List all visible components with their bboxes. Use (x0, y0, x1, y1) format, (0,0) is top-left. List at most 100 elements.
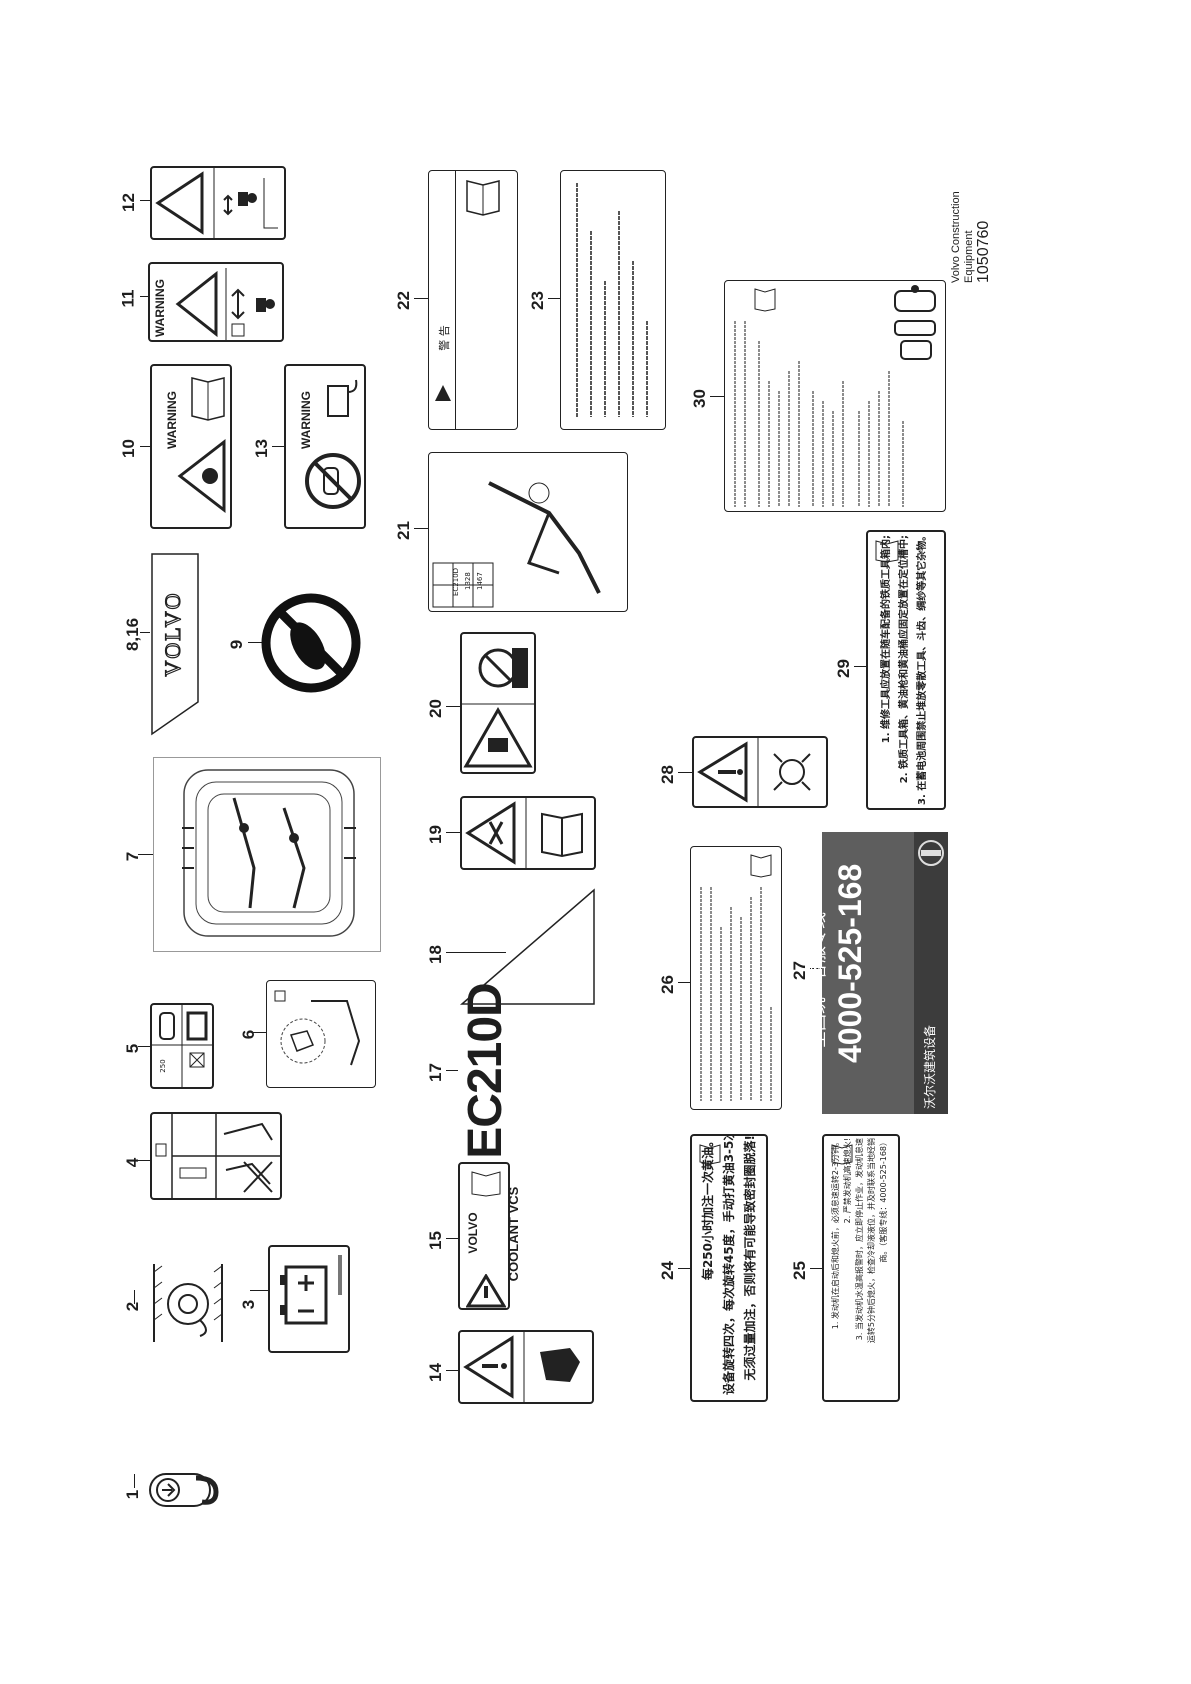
no-extinguisher-icon (305, 453, 361, 509)
decal-21: EC210D 1328 1467 (428, 452, 628, 612)
d21-value-2: 1467 (476, 572, 484, 590)
crush-no-standing-icon (462, 648, 534, 768)
decal-15 (458, 1162, 510, 1310)
maintenance-arm-icon (274, 990, 361, 1066)
callout-2: 2 (123, 1301, 143, 1312)
decal-27-service (822, 832, 948, 1114)
d25-line-3: 3. 当发动机水温高报警时，应立即停止作业，发动机怠速 (855, 1138, 864, 1341)
d23-text-lines (576, 183, 648, 417)
d25-line-4: 运转5分钟后熄火，检查冷却液液位，并及时联系当地经销 (867, 1138, 876, 1344)
d24-line-3: 无须过量加注，否则将有可能导致密封圈脱落! (743, 1135, 757, 1381)
title-line-1: Volvo Construction (950, 191, 962, 283)
warning-label: WARNING (153, 279, 167, 337)
document-number: 1050760 (975, 220, 993, 283)
leader-line (414, 528, 428, 529)
hot-surface-warning-icon (465, 798, 583, 868)
fall-hazard-icon (155, 168, 278, 238)
callout-21: 21 (393, 521, 413, 540)
model-decal: EC210D (459, 983, 512, 1159)
volvo-wordmark: VOLVO (159, 591, 185, 677)
hand-crush-warning-icon (463, 1332, 580, 1402)
decal-5-hours: 250 (159, 1059, 167, 1073)
d29-line-1: 1. 维修工具应放置在随车配备的铁质工具箱内; (881, 535, 892, 744)
battery-icon (280, 1255, 342, 1325)
decal-11: WARNING (148, 262, 284, 342)
fuel-pump-icon (327, 379, 358, 417)
leader-line (678, 982, 690, 983)
d21-value-1: 1328 (464, 572, 472, 590)
d27-phone: 4000-525-168 (832, 863, 868, 1063)
triangle-decal (459, 888, 595, 1005)
decal-30 (724, 280, 946, 512)
lifting-hook-icon (149, 1473, 219, 1507)
callout-13: 13 (251, 439, 271, 458)
callout-22: 22 (393, 291, 413, 310)
warning-label: WARNING (299, 391, 313, 449)
d25-line-1: 1. 发动机在启动后和熄火前，必须怠速运转2-3分钟。 (831, 1138, 840, 1330)
callout-30: 30 (689, 389, 709, 408)
hydraulic-filter-icon (152, 1005, 212, 1087)
leader-line (446, 952, 506, 953)
pressure-warning-icon (697, 738, 811, 806)
d30-filter-diagram (734, 285, 936, 507)
leader-line (248, 642, 262, 643)
leader-line (134, 1290, 135, 1304)
manual-book-icon (191, 377, 225, 421)
d22-header-divider (455, 171, 456, 429)
leader-line (446, 832, 460, 833)
coolant-warning-icon (466, 1274, 506, 1308)
coolant-type: COOLANT VCS (506, 1186, 521, 1282)
d24-line-2: 设备旋转四次，每次旋转45度，手动打黄油3-5次。 (722, 1134, 736, 1395)
decal-25: 1. 发动机在启动后和熄火前，必须怠速运转2-3分钟。 2. 严禁发动机高速熄火… (822, 1134, 900, 1402)
decal-12 (150, 166, 286, 240)
d26-text-lines (700, 854, 772, 1101)
d24-line-1: 每250小时加注一次黄油。 (701, 1135, 715, 1281)
decal-13: WARNING (284, 364, 366, 529)
excavator-posture-icon (155, 1114, 280, 1198)
decal-23 (560, 170, 666, 430)
manual-book-icon (831, 1144, 853, 1165)
callout-26: 26 (657, 975, 677, 994)
callout-15: 15 (425, 1231, 445, 1250)
leader-line (446, 706, 460, 707)
decal-19 (460, 796, 596, 870)
volvo-strip-decal (151, 553, 199, 736)
d22-warning-icon (435, 385, 451, 401)
leader-line (446, 1238, 458, 1239)
explosion-warning-icon (177, 438, 226, 514)
callout-24: 24 (657, 1261, 677, 1280)
callout-19: 19 (425, 825, 445, 844)
callout-1: 1 (123, 1489, 143, 1500)
title-line-2: Equipment (962, 230, 975, 283)
excavator-layout-diagram (182, 769, 356, 937)
decal-6 (266, 980, 376, 1088)
leader-line (810, 1268, 822, 1269)
callout-8-16: 8,16 (123, 617, 143, 652)
d27-line-1: 全国统一客服专线 (809, 912, 829, 1048)
callout-9: 9 (227, 639, 247, 650)
manual-book-icon (471, 1171, 501, 1197)
decal-26 (690, 846, 782, 1110)
engine-belt-icon (153, 1264, 223, 1342)
leader-line (810, 968, 822, 969)
decal-7-layout (153, 757, 381, 952)
d27-line-3: 沃尔沃建筑设备 (923, 1024, 937, 1109)
decal-3 (268, 1245, 350, 1353)
leader-line (138, 1160, 150, 1161)
d29-line-2: 2. 铁质工具箱、黄油枪和黄油桶应固定放置在定位槽中; (899, 535, 910, 784)
leader-line (252, 1032, 266, 1033)
d21-model: EC210D (452, 567, 460, 596)
callout-25: 25 (789, 1261, 809, 1280)
d29-line-3: 3. 在蓄电池周围禁止堆放零散工具、斗齿、绸纱等其它杂物。 (917, 530, 928, 805)
decal-28 (692, 736, 828, 808)
lifting-chart-diagram (432, 481, 601, 608)
leader-line (446, 1070, 458, 1071)
leader-line (250, 1290, 268, 1291)
d27-lower-band (914, 832, 948, 1114)
decal-14 (458, 1330, 594, 1404)
volvo-logo-icon (918, 840, 944, 866)
leader-line (138, 854, 154, 855)
leader-line (854, 666, 866, 667)
leader-line (710, 396, 724, 397)
